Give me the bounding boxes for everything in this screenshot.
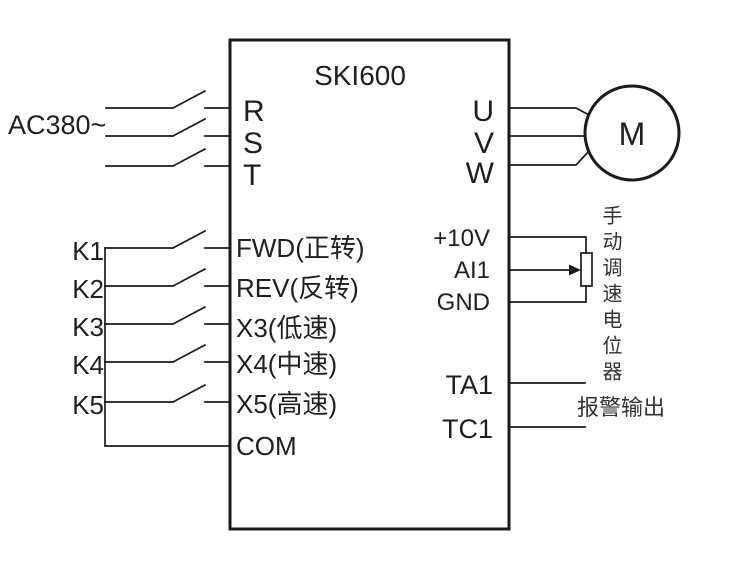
power-source-label: AC380~ xyxy=(8,110,107,140)
power-switch-t xyxy=(105,147,231,168)
terminal-x3: X3(低速) xyxy=(236,313,338,343)
switch-k4 xyxy=(104,343,231,364)
switch-k5 xyxy=(104,383,231,404)
terminal-r: R xyxy=(243,95,265,128)
terminal-tc1: TC1 xyxy=(441,414,493,444)
switch-k3 xyxy=(104,305,231,326)
switch-label-k3: K3 xyxy=(72,312,104,342)
terminal-u: U xyxy=(472,95,494,128)
terminal-fwd: FWD(正转) xyxy=(236,233,365,263)
switch-label-k1: K1 xyxy=(72,236,104,266)
ai1-arrowhead-icon xyxy=(569,264,581,276)
wire-gnd xyxy=(508,285,587,303)
switch-k1 xyxy=(104,229,231,250)
inverter-title: SKI600 xyxy=(314,60,406,91)
inverter-box xyxy=(228,38,511,531)
terminal-com: COM xyxy=(236,431,297,461)
power-switch-s xyxy=(105,117,231,138)
terminal-w: W xyxy=(465,157,494,190)
terminal-x5: X5(高速) xyxy=(236,389,338,419)
terminal-x4: X4(中速) xyxy=(236,349,338,379)
switch-label-k4: K4 xyxy=(72,350,104,380)
motor-circle xyxy=(583,84,681,182)
terminal-ta1: TA1 xyxy=(445,370,493,400)
terminal-v: V xyxy=(473,127,494,160)
alarm-output-label: 报警输出 xyxy=(577,395,666,420)
motor-label: M xyxy=(618,116,646,152)
wire-u xyxy=(508,107,591,117)
terminal-gnd: GND xyxy=(436,289,490,316)
terminal-t: T xyxy=(243,159,262,192)
power-switch-r xyxy=(105,89,231,110)
terminal-s: S xyxy=(243,127,264,160)
potentiometer-body xyxy=(580,252,593,287)
terminal-10v: +10V xyxy=(433,225,490,252)
terminal-rev: REV(反转) xyxy=(236,273,359,303)
potentiometer-label: 手动调速电位器 xyxy=(599,205,621,387)
switch-k2 xyxy=(104,267,231,288)
switch-label-k2: K2 xyxy=(72,274,104,304)
k-common-bus xyxy=(104,247,231,447)
wire-10v xyxy=(508,236,587,254)
terminal-ai1: AI1 xyxy=(453,257,490,284)
wire-w xyxy=(508,149,591,166)
switch-label-k5: K5 xyxy=(72,390,104,420)
